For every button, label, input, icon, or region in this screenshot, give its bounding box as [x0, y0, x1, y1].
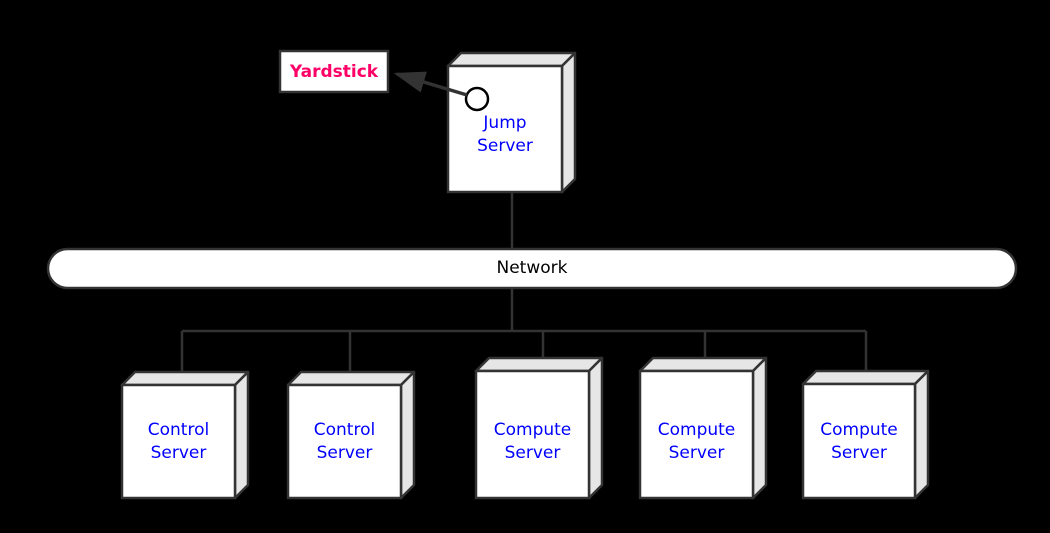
yardstick-node[interactable] [278, 49, 390, 94]
server-node-4[interactable] [801, 369, 930, 500]
server-2-side-face [587, 356, 604, 500]
jump-server-front-face [446, 64, 564, 194]
network-node[interactable] [46, 247, 1018, 290]
server-0-top-face [120, 370, 250, 387]
yardstick-box-shape [278, 49, 390, 94]
yardstick-arrow-line [393, 71, 468, 97]
server-4-top-face [801, 369, 930, 386]
server-4-front-face [801, 382, 917, 500]
server-node-2[interactable] [474, 356, 604, 500]
server-0-side-face [233, 370, 250, 500]
server-4-side-face [913, 369, 930, 500]
server-2-top-face [474, 356, 604, 373]
server-1-front-face [286, 383, 403, 500]
network-bar-shape [46, 247, 1018, 290]
server-node-3[interactable] [638, 356, 768, 500]
server-3-top-face [638, 356, 768, 373]
server-3-front-face [638, 369, 755, 500]
server-3-side-face [751, 356, 768, 500]
jump-server-top-face [446, 51, 577, 68]
server-node-0[interactable] [120, 370, 250, 500]
yardstick-arrow [393, 71, 468, 97]
server-1-top-face [286, 370, 416, 387]
connector-lines [180, 191, 868, 374]
server-2-front-face [474, 369, 591, 500]
server-0-front-face [120, 383, 237, 500]
server-1-side-face [399, 370, 416, 500]
jump-server-side-face [560, 51, 577, 194]
jump-server-port-circle-icon [464, 86, 490, 112]
server-node-1[interactable] [286, 370, 416, 500]
jump-server-node[interactable] [446, 51, 577, 194]
